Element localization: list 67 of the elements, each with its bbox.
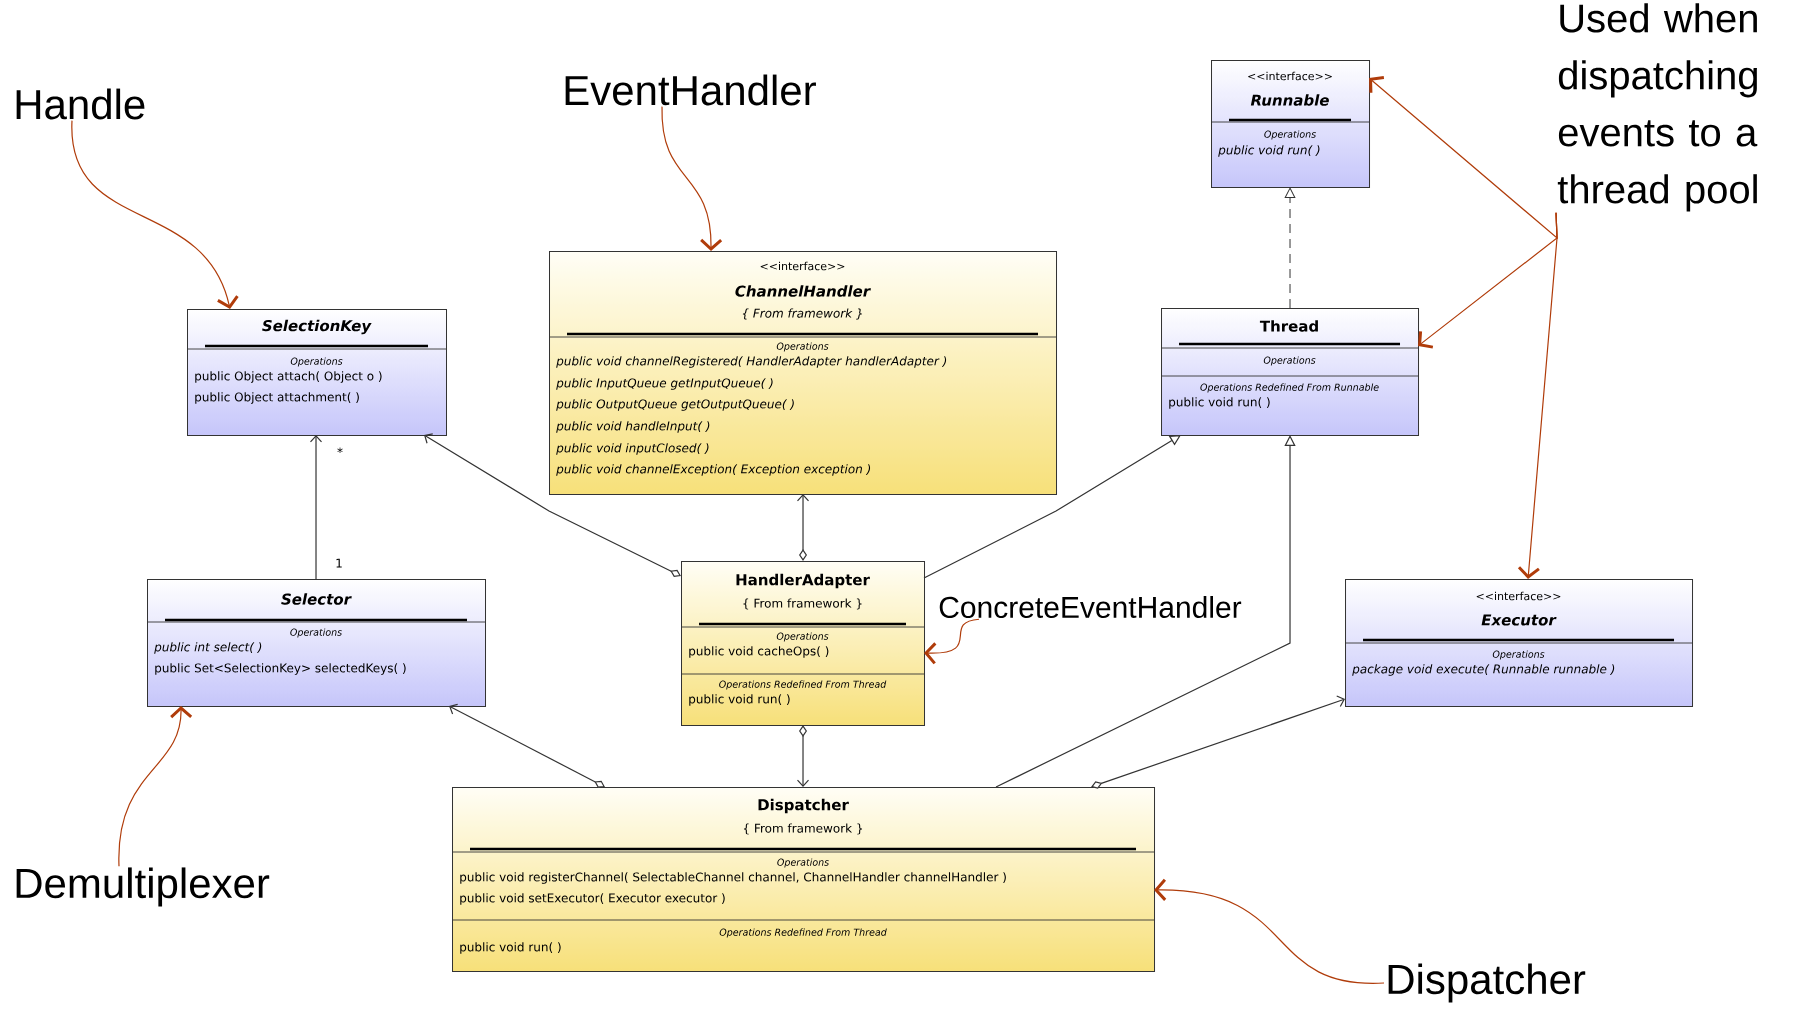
method-text: public void run( ) [1218,145,1320,157]
annotation-arrow [924,618,980,665]
method-text: public Object attachment( ) [195,392,359,404]
section-heading: Operations Redefined From Thread [719,680,887,690]
annotation-arrow [1154,878,1385,984]
annotation-text: Demultiplexer [16,867,270,907]
section-heading: Operations [1492,650,1545,660]
annotation-arrow [118,706,193,867]
method-text: public void run( ) [689,694,790,706]
framework-note: { From framework } [742,308,862,320]
arrow [796,725,810,787]
class-name: Dispatcher [758,798,849,814]
class-name: Runnable [1250,94,1329,106]
method-text: public void handleInput( ) [556,421,710,433]
annotation-arrow [661,106,723,251]
annotation-text: Handle [16,88,145,120]
section-heading: Operations [290,357,343,367]
method-text: public void setExecutor( Executor executor ) [460,893,725,905]
arrow [796,494,810,561]
class-name: Selector [281,593,352,605]
method-text: public void run( ) [460,942,561,954]
arrow [923,435,1181,579]
method-text: public void channelException( Exception exception ) [556,464,871,476]
annotation-arrow [71,120,239,309]
annotation-arrow [1369,76,1558,240]
method-text: public void run( ) [1169,397,1270,409]
method-text: public void inputClosed( ) [556,443,709,455]
arrow [424,433,681,577]
section-heading: Operations [776,342,829,352]
dashed-arrow [1284,187,1296,309]
class-name: Thread [1259,320,1318,332]
arrow [449,703,605,788]
class-name: ChannelHandler [735,285,871,297]
class-name: SelectionKey [262,319,372,335]
annotation-text: Used when dispatching events to a thread pool [1557,3,1758,212]
class-name: Executor [1481,614,1557,626]
method-text: public void registerChannel( SelectableChannel channel, ChannelHandler channelHandler ) [460,872,1006,884]
annotation-text: EventHandler [565,74,816,106]
multiplicity-label: * [337,447,343,454]
section-heading: Operations [776,632,829,642]
stereotype-label: <<interface>> [1248,71,1332,81]
annotation-arrow [1517,212,1558,579]
stereotype-label: <<interface>> [1476,591,1561,601]
section-heading: Operations [290,628,342,638]
annotation-text: ConcreteEventHandler [939,596,1242,619]
arrow [309,435,323,580]
arrow [1091,695,1345,789]
annotation-text: Dispatcher [1388,963,1586,1003]
method-text: public Set<SelectionKey> selectedKeys( ) [155,663,406,675]
method-text: public int select( ) [154,642,262,654]
section-heading: Operations [777,858,829,868]
method-text: public OutputQueue getOutputQueue( ) [556,399,794,411]
framework-note: { From framework } [743,598,862,610]
method-text: public void channelRegistered( HandlerAdapter handlerAdapter ) [556,356,947,368]
method-text: public InputQueue getInputQueue( ) [556,378,773,390]
method-text: public Object attach( Object o ) [195,371,382,383]
method-text: public void cacheOps( ) [689,646,829,658]
section-heading: Operations [1264,130,1316,140]
stereotype-label: <<interface>> [760,261,845,271]
framework-note: { From framework } [744,823,862,835]
section-heading: Operations Redefined From Runnable [1200,383,1379,393]
multiplicity-label: 1 [336,558,342,568]
arrow [995,435,1296,788]
section-heading: Operations [1263,356,1316,366]
class-name: HandlerAdapter [736,573,870,589]
section-heading: Operations Redefined From Thread [719,928,887,938]
method-text: package void execute( Runnable runnable ) [1352,664,1615,676]
